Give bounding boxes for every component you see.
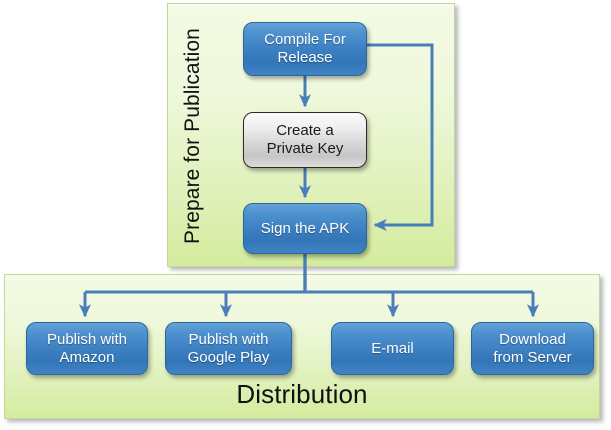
node-label-line1: Publish with	[188, 330, 269, 348]
node-label: E-mail	[371, 339, 414, 357]
group-title-prepare-for-publication: Prepare for Publication	[181, 28, 204, 244]
node-sign-the-apk[interactable]: Sign the APK	[243, 203, 367, 254]
node-label-line1: Download	[499, 330, 566, 348]
node-label: Create a Private Key	[267, 122, 344, 157]
node-label-line1: Compile For	[264, 31, 346, 49]
node-label: Compile For Release	[264, 31, 346, 66]
node-label: Publish with Amazon	[47, 331, 127, 366]
node-label-line1: Create a	[276, 122, 334, 140]
node-create-a-private-key[interactable]: Create a Private Key	[243, 112, 367, 168]
group-title-distribution: Distribution	[236, 379, 368, 409]
node-label: Sign the APK	[260, 219, 350, 237]
node-compile-for-release[interactable]: Compile For Release	[243, 22, 367, 76]
node-label: Publish with Google Play	[188, 331, 270, 366]
node-label-line2: Google Play	[187, 348, 270, 366]
node-email[interactable]: E-mail	[331, 322, 454, 375]
node-label-line2: Amazon	[59, 348, 115, 366]
node-download-from-server[interactable]: Download from Server	[471, 322, 594, 375]
node-label-line2: from Server	[493, 348, 572, 366]
node-publish-with-amazon[interactable]: Publish with Amazon	[26, 322, 148, 375]
node-label-line2: Private Key	[266, 140, 344, 157]
node-label-line2: Release	[277, 49, 333, 66]
node-label-line1: Publish with	[46, 330, 128, 348]
node-publish-with-google-play[interactable]: Publish with Google Play	[165, 322, 292, 375]
node-label: Download from Server	[493, 331, 571, 366]
